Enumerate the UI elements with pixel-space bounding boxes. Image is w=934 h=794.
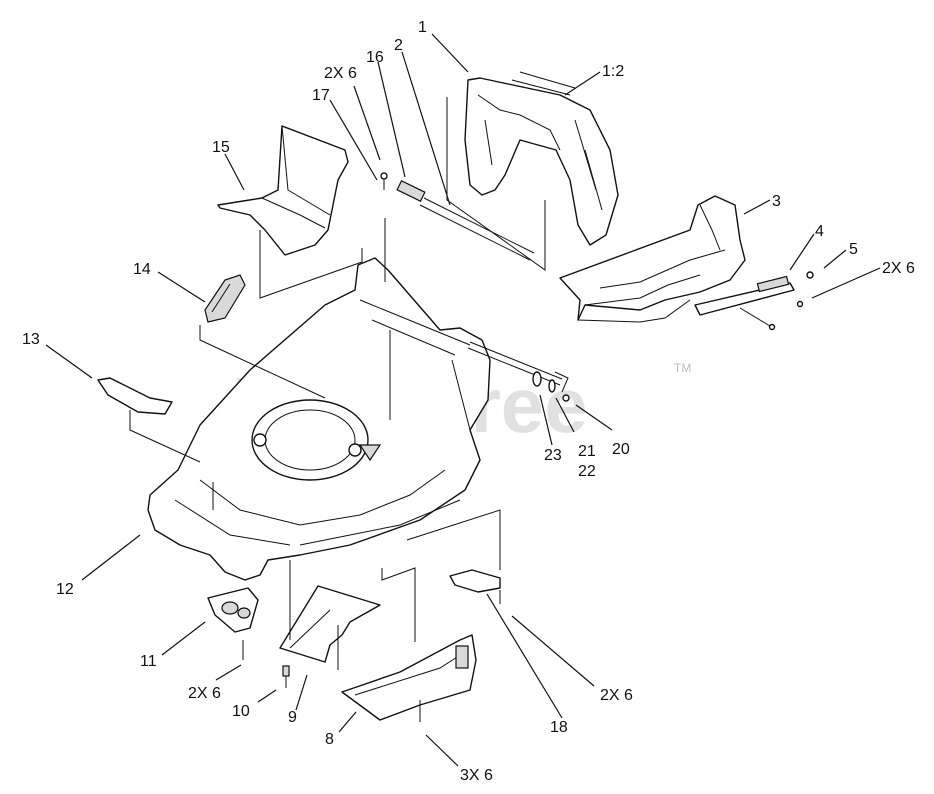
callout-4: 4 (815, 223, 824, 240)
part-rod-assembly (380, 97, 546, 271)
callout-9: 9 (288, 709, 297, 726)
callout-16: 16 (366, 49, 384, 66)
part-front-bracket (207, 587, 259, 660)
callout-21: 21 (578, 443, 596, 460)
part-chute-door (559, 195, 746, 323)
callout-15: 15 (212, 139, 230, 156)
alignment-lines (129, 218, 501, 642)
part-skirt-plate (341, 634, 477, 722)
callout-8: 8 (325, 731, 334, 748)
callout-23: 23 (544, 447, 562, 464)
part-blade (97, 377, 173, 415)
callout-2x6-bottom-right: 2X 6 (600, 687, 633, 704)
part-side-deflector (279, 585, 381, 688)
callout-12: 12 (56, 581, 74, 598)
callout-5: 5 (849, 241, 858, 258)
callout-10: 10 (232, 703, 250, 720)
callout-3: 3 (772, 193, 781, 210)
part-rear-axle (467, 341, 570, 402)
callout-2x6-left: 2X 6 (188, 685, 221, 702)
callout-1: 1 (418, 19, 427, 36)
callout-3x6: 3X 6 (460, 767, 493, 784)
part-rear-frame (464, 71, 619, 246)
callout-2x6-right: 2X 6 (882, 260, 915, 277)
callout-14: 14 (133, 261, 151, 278)
watermark-trademark: TM (674, 361, 691, 375)
part-small-bracket (449, 569, 501, 604)
callout-13: 13 (22, 331, 40, 348)
callout-1-2: 1:2 (602, 63, 624, 80)
callout-2: 2 (394, 37, 403, 54)
part-axle-assembly (694, 271, 814, 331)
part-rear-deflector (217, 125, 349, 256)
callout-2x6-top: 2X 6 (324, 65, 357, 82)
callout-20: 20 (612, 441, 630, 458)
callout-18: 18 (550, 719, 568, 736)
callouts: 1 1:2 2 16 2X 6 17 15 3 4 5 2X 6 14 13 2… (22, 19, 915, 784)
part-deck-housing (147, 257, 491, 581)
callout-11: 11 (140, 653, 157, 670)
callout-17: 17 (312, 87, 330, 104)
callout-22: 22 (578, 463, 596, 480)
leader-lines (45, 33, 881, 767)
part-grip (204, 274, 246, 323)
